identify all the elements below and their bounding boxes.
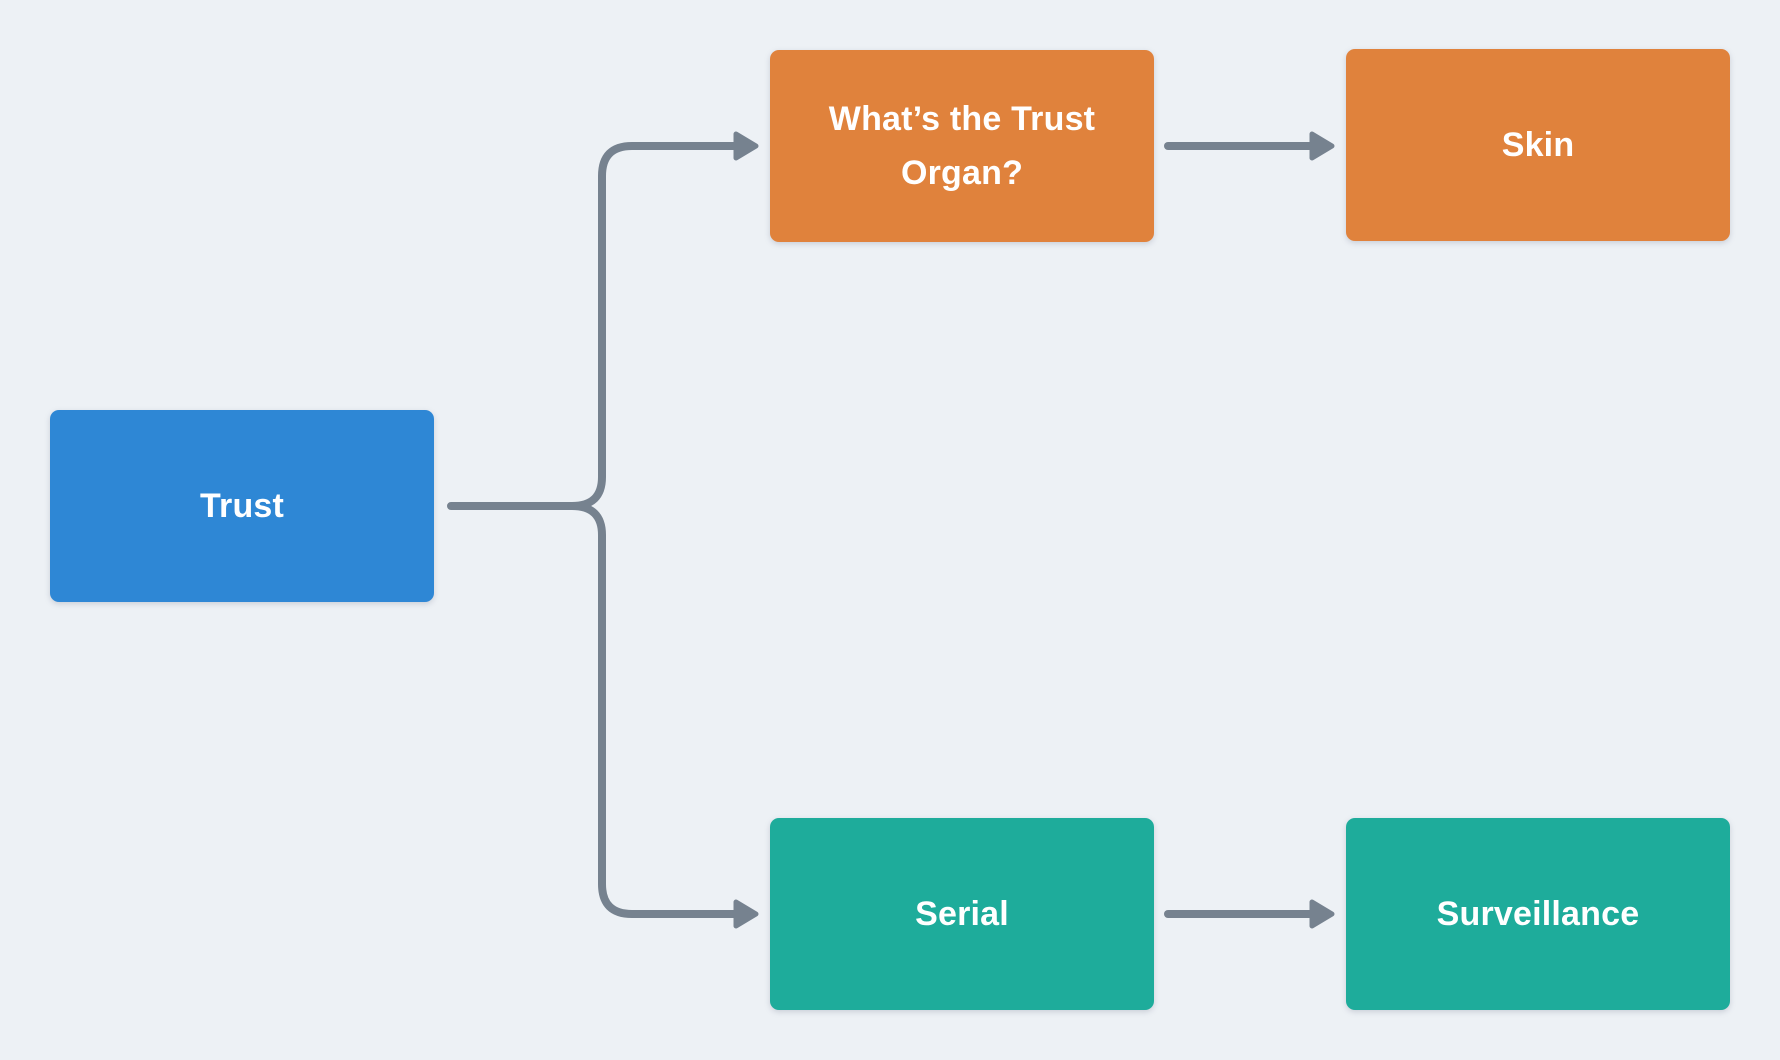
- edge-trust-organ-to-skin[interactable]: [1164, 131, 1335, 161]
- edge-trust-to-trust-organ[interactable]: [447, 131, 759, 510]
- edge-path[interactable]: [568, 502, 738, 918]
- edge-path[interactable]: [447, 142, 738, 510]
- node-trust-organ-label: What’s the Trust Organ?: [828, 100, 1096, 192]
- edge-trust-to-serial[interactable]: [568, 502, 759, 929]
- node-trust-label: Trust: [199, 487, 285, 525]
- node-skin[interactable]: Skin: [1346, 49, 1730, 241]
- node-skin-label: Skin: [1501, 126, 1575, 164]
- node-serial[interactable]: Serial: [770, 818, 1154, 1010]
- arrowhead-icon: [1309, 131, 1335, 161]
- node-serial-label: Serial: [915, 895, 1009, 933]
- node-surveillance[interactable]: Surveillance: [1346, 818, 1730, 1010]
- arrowhead-icon: [1309, 899, 1335, 929]
- arrowhead-icon: [733, 131, 759, 161]
- node-trust-organ[interactable]: What’s the Trust Organ?: [770, 50, 1154, 242]
- edge-serial-to-surveillance[interactable]: [1164, 899, 1335, 929]
- arrowhead-icon: [733, 899, 759, 929]
- node-trust[interactable]: Trust: [50, 410, 434, 602]
- node-surveillance-label: Surveillance: [1436, 895, 1640, 933]
